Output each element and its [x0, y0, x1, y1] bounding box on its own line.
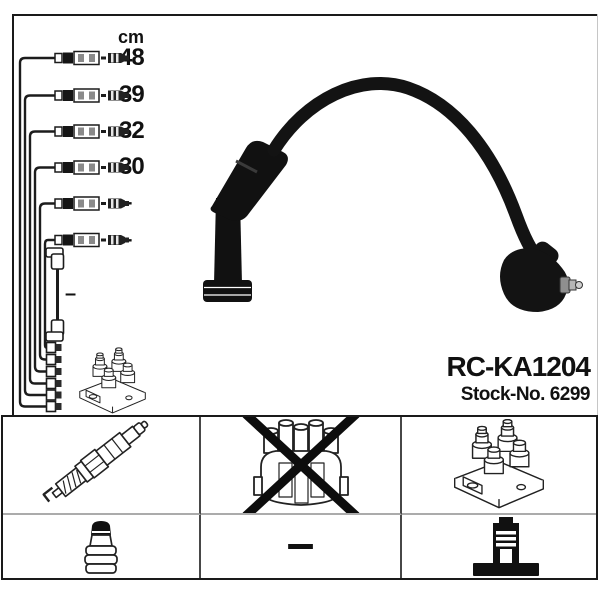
cell-coil-connector [402, 515, 596, 578]
ignition-cable-photo [203, 77, 583, 312]
cell-spark-plug [3, 417, 201, 515]
panel-border-left [12, 14, 14, 415]
distributor-cap-crossed-icon [242, 417, 359, 513]
coil-terminal-icons [45, 341, 63, 413]
stock-number: Stock-No. 6299 [460, 384, 591, 405]
part-number: RC-KA1204 [446, 351, 591, 382]
spark-plug-connector-icon [84, 520, 118, 574]
dash-value: – [286, 515, 315, 571]
coil-connector-icon [473, 516, 539, 576]
lead-connector-icons [54, 50, 130, 248]
cell-ignition-coil [402, 417, 596, 515]
panel-border-right [597, 14, 598, 415]
cell-plug-connector [3, 515, 201, 578]
spark-plug-icon [42, 420, 149, 503]
ignition-coil-icon [454, 419, 544, 509]
cell-distributor-cap [201, 417, 402, 515]
wire-tree [18, 56, 55, 408]
panel-border-top [12, 14, 598, 16]
coil-wire-length: – [65, 283, 77, 305]
application-table: – [1, 415, 598, 580]
cable-set-diagram [18, 50, 583, 414]
coil-wire-icon [45, 247, 65, 342]
cross-out-x [242, 417, 359, 513]
unit-header: cm [118, 27, 145, 47]
ignition-coil-icon-small [79, 347, 146, 414]
cell-no-distributor: – [201, 515, 402, 578]
